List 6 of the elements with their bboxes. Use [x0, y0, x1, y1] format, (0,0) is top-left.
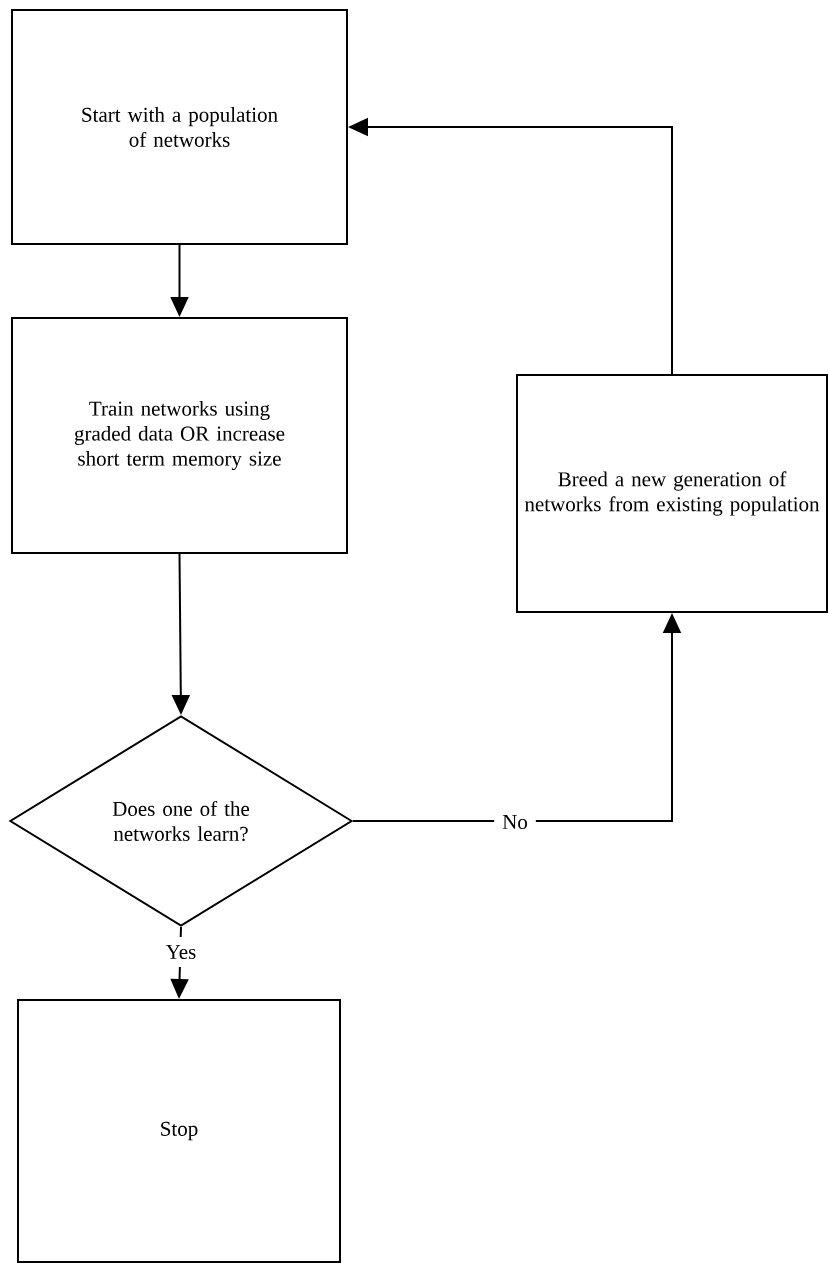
process-box: Stop [17, 999, 341, 1263]
process-box: Breed a new generation of networks from existing population [516, 374, 828, 613]
process-box: Start with a population of networks [11, 9, 348, 245]
process-box: Train networks using graded data OR increase short term memory size [11, 317, 348, 554]
edge-label: Yes [157, 937, 205, 967]
edge-label: No [494, 807, 536, 837]
